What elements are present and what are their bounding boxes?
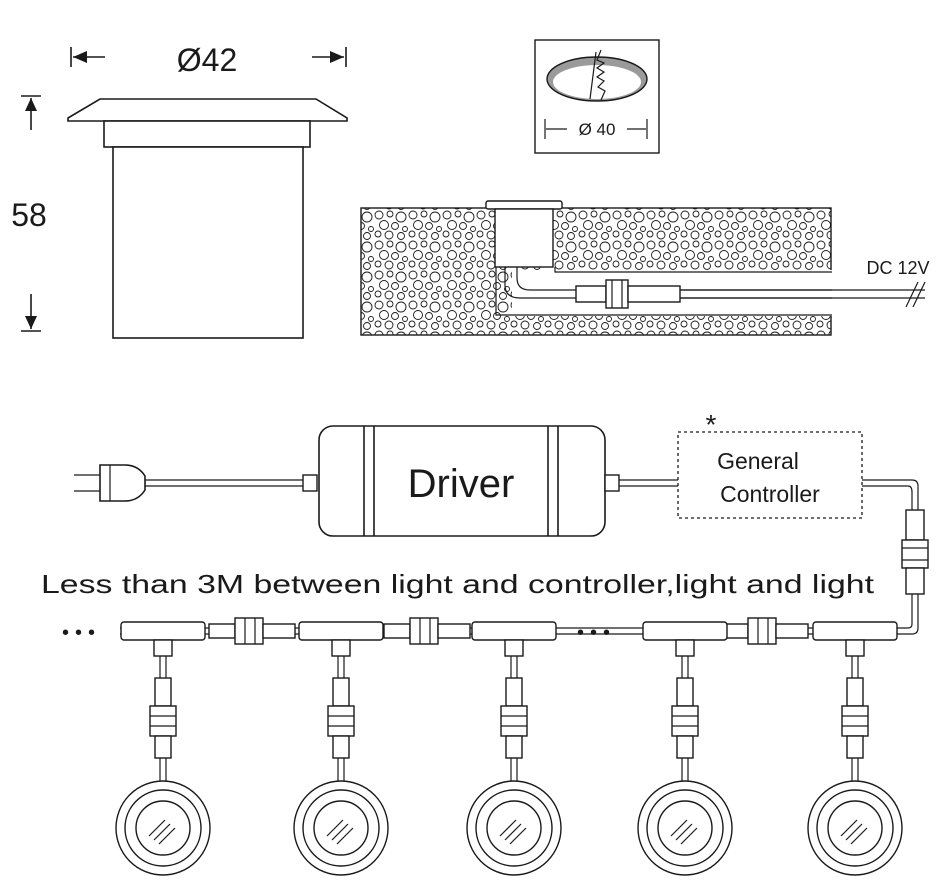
general-controller: * General Controller [677, 409, 929, 635]
tee-connector [642, 621, 728, 641]
lens-glare [326, 819, 344, 837]
tee-connector [298, 621, 384, 641]
height-arrow-top [21, 95, 41, 130]
inline-connector-plug [383, 623, 411, 639]
drop-connector-nut [841, 705, 869, 737]
drop-connector-nut [149, 705, 177, 737]
controller-marker: * [706, 409, 717, 440]
driver-box: Driver [302, 425, 678, 537]
tee-connector [120, 621, 206, 641]
width-arrow-right [312, 47, 347, 67]
drop-connector-nut [671, 705, 699, 737]
tee-stem [153, 639, 173, 657]
tee-connector [471, 621, 557, 641]
inline-connector-nut [234, 617, 264, 645]
drop-connector-nut [500, 705, 528, 737]
supply-label: DC 12V [866, 258, 929, 278]
drop-connector-socket [846, 735, 864, 759]
light-chain [115, 617, 903, 876]
light-lens [657, 800, 713, 856]
fixture-dimension-drawing: Ø42 58 [11, 42, 348, 339]
drop-connector-plug [154, 677, 172, 707]
fixture-side-view [67, 98, 348, 339]
drop-connector-socket [332, 735, 350, 759]
light-lens [313, 800, 369, 856]
drop-connector-plug [505, 677, 523, 707]
tee-stem [675, 639, 695, 657]
inline-connector-socket [262, 623, 296, 639]
chain-ellipsis-right: ••• [577, 622, 616, 644]
drop-connector-socket [676, 735, 694, 759]
inline-connector-plug [208, 623, 236, 639]
light-lens [827, 800, 883, 856]
height-arrow-bottom [21, 294, 41, 332]
cutout-label: Ø 40 [579, 120, 616, 139]
cutout-inset: Ø 40 [534, 39, 660, 154]
inline-connector-socket [437, 623, 471, 639]
lens-glare [840, 819, 858, 837]
drop-connector-socket [505, 735, 523, 759]
light-lens [486, 800, 542, 856]
width-arrow-left [70, 47, 105, 67]
tee-stem [504, 639, 524, 657]
chain-ellipsis-left: ••• [62, 622, 101, 644]
drop-connector-nut [327, 705, 355, 737]
drop-connector-socket [154, 735, 172, 759]
distance-note: Less than 3M between light and controlle… [41, 569, 875, 599]
inline-connector-socket [775, 623, 809, 639]
lens-glare [499, 819, 517, 837]
tee-stem [331, 639, 351, 657]
drop-connector-plug [676, 677, 694, 707]
power-plug [74, 464, 307, 502]
controller-line1: General [717, 448, 799, 474]
drop-connector-plug [846, 677, 864, 707]
light-lens [135, 800, 191, 856]
installation-cross-section: DC 12V [360, 200, 930, 336]
inline-connector-nut [747, 617, 777, 645]
inline-connector-nut [409, 617, 439, 645]
tee-connector [812, 621, 898, 641]
height-label: 58 [11, 197, 47, 233]
driver-label: Driver [408, 462, 515, 506]
drop-connector-plug [332, 677, 350, 707]
diameter-label: Ø42 [177, 42, 237, 78]
controller-line2: Controller [720, 481, 820, 507]
lens-glare [670, 819, 688, 837]
tee-stem [845, 639, 865, 657]
lens-glare [148, 819, 166, 837]
